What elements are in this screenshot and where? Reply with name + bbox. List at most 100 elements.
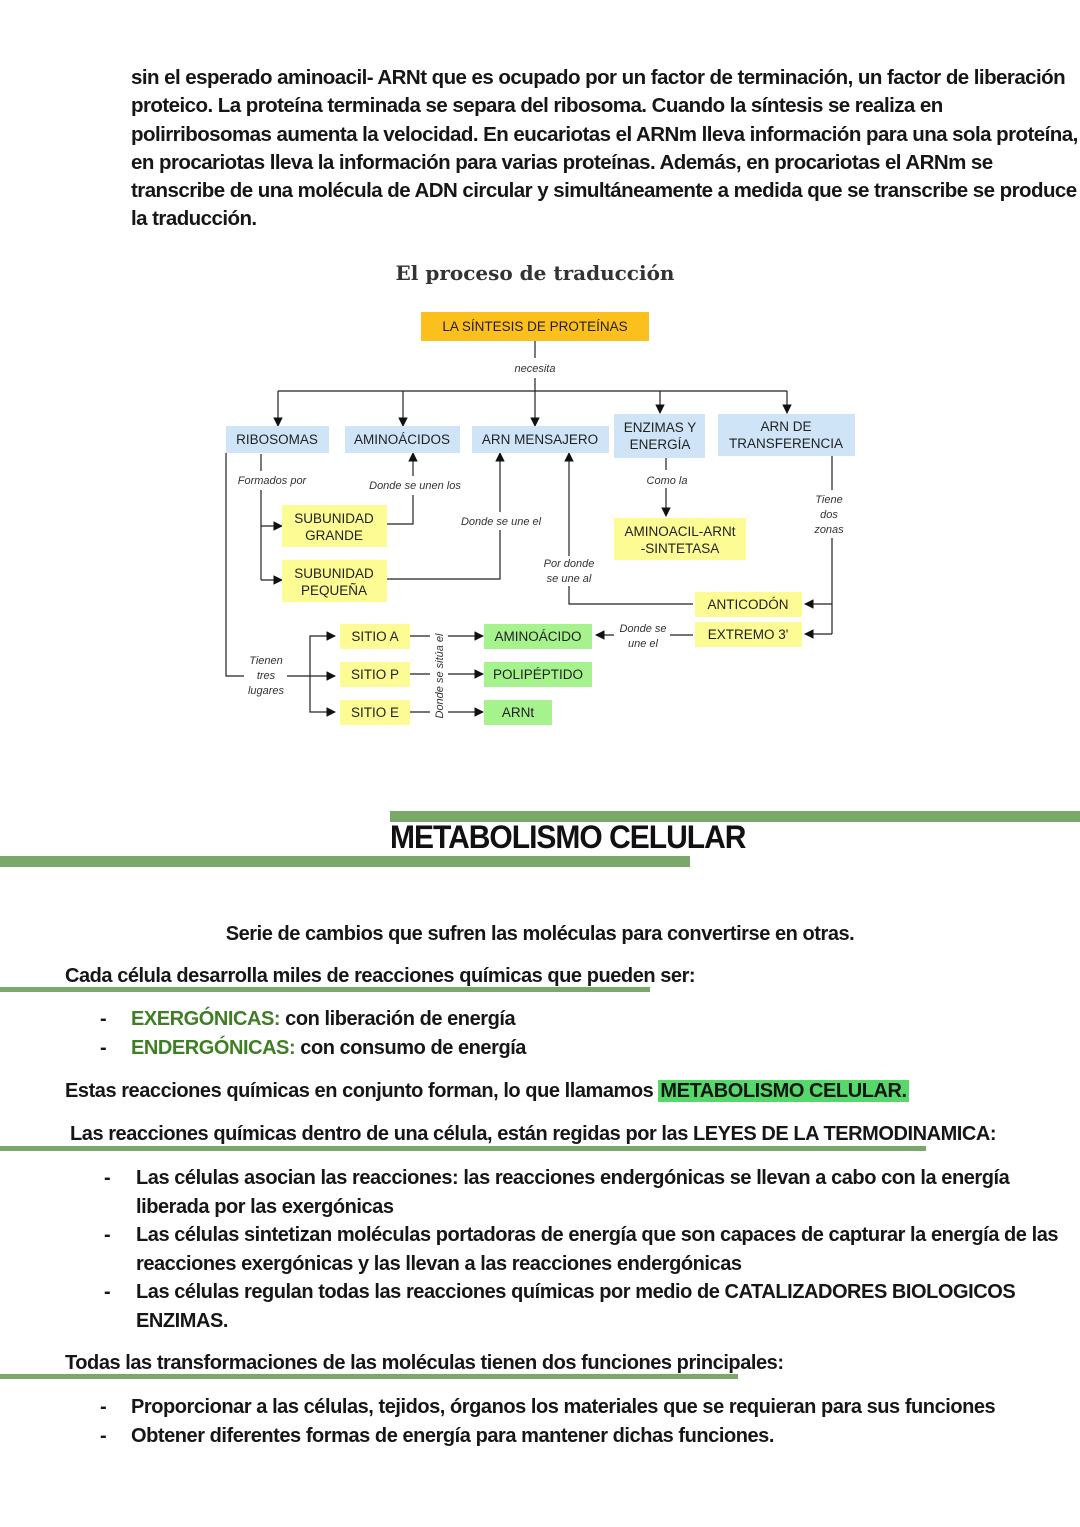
list-item: - ENDERGÓNICAS: con consumo de energía	[100, 1034, 526, 1063]
reaction-types-list: - EXERGÓNICAS: con liberación de energía…	[100, 1005, 526, 1062]
reactions-intro: Cada célula desarrolla miles de reaccion…	[65, 965, 696, 987]
aminoacido-label: AMINOÁCIDO	[494, 629, 581, 644]
law-line: Las células regulan todas las reacciones…	[136, 1281, 1016, 1303]
list-dash: -	[100, 1008, 107, 1030]
metabolism-sentence: Estas reacciones químicas en conjunto fo…	[65, 1077, 909, 1105]
polipeptido-node	[484, 662, 592, 687]
arn-mensajero-node	[472, 426, 609, 453]
edge-label-por-donde: se une al	[547, 573, 592, 585]
laws-intro: Las reacciones químicas dentro de una cé…	[70, 1123, 997, 1145]
law-line: ENZIMAS.	[136, 1309, 228, 1332]
enzimas-node	[614, 414, 705, 458]
list-dash: -	[104, 1281, 111, 1303]
list-item: - Las células sintetizan moléculas porta…	[104, 1221, 1058, 1278]
list-dash: -	[104, 1167, 111, 1189]
reactions-intro-underline	[0, 987, 650, 992]
exergonic-term: EXERGÓNICAS:	[131, 1008, 281, 1030]
intro-line: en procariotas lleva la información para…	[131, 150, 993, 174]
edge-label-situa: Donde se sitúa el	[434, 633, 446, 719]
subunidad-pequena-node	[282, 560, 387, 602]
list-item: - Las células asocian las reacciones: la…	[104, 1164, 1058, 1221]
polipeptido-label: POLIPÉPTIDO	[493, 667, 583, 682]
intro-line: sin el esperado aminoacil- ARNt que es o…	[131, 66, 1066, 89]
anticodon-label: ANTICODÓN	[708, 597, 789, 612]
extremo-node	[695, 622, 802, 647]
ribosomas-node	[226, 426, 329, 453]
edge-labels: necesita Formados por Donde se unen los …	[238, 363, 844, 719]
aminoacil-sintetasa-label: -SINTETASA	[641, 541, 720, 556]
metabolism-definition: Serie de cambios que sufren las molécula…	[225, 923, 855, 945]
functions-list: - Proporcionar a las células, tejidos, ó…	[100, 1393, 996, 1451]
subunidad-pequena-label: PEQUEÑA	[301, 583, 367, 598]
laws-intro-underline	[0, 1146, 926, 1151]
concept-map-svg: El proceso de traducción	[225, 261, 855, 725]
list-dash: -	[100, 1036, 107, 1059]
endergonic-desc: con consumo de energía	[295, 1036, 526, 1059]
edge-label-tienen: lugares	[248, 685, 285, 697]
law-line: reacciones exergónicas y las llevan a la…	[136, 1252, 742, 1275]
enzimas-label: ENERGÍA	[630, 437, 691, 452]
aminoacido-node	[484, 624, 592, 649]
law-line: Las células asocian las reacciones: las …	[136, 1167, 1010, 1189]
function-text: Proporcionar a las células, tejidos, órg…	[131, 1396, 996, 1418]
subunidad-grande-label: GRANDE	[305, 528, 363, 543]
diagram-title: El proceso de traducción	[396, 261, 675, 285]
connectors	[225, 341, 833, 717]
sitio-p-label: SITIO P	[351, 667, 399, 682]
list-item: - Proporcionar a las células, tejidos, ó…	[100, 1393, 996, 1422]
sitio-e-label: SITIO E	[351, 705, 399, 720]
heading-bar-bottom	[0, 856, 690, 867]
edge-label-tiene: dos	[820, 509, 838, 521]
edge-label-por-donde: Por donde	[544, 558, 595, 570]
section-title: METABOLISMO CELULAR	[390, 820, 746, 856]
metabolism-highlight: METABOLISMO CELULAR.	[658, 1080, 909, 1102]
root-node	[421, 312, 649, 341]
list-dash: -	[104, 1224, 111, 1246]
list-dash: -	[100, 1396, 107, 1418]
ribosomas-label: RIBOSOMAS	[236, 432, 318, 447]
list-item: - Las células regulan todas las reaccion…	[104, 1278, 1058, 1335]
arn-transferencia-label: TRANSFERENCIA	[729, 436, 843, 451]
edge-label-tiene: zonas	[813, 524, 844, 536]
arn-transferencia-node	[718, 414, 855, 456]
arnt-node	[484, 700, 552, 725]
sitio-e-node	[340, 700, 410, 725]
list-item: - EXERGÓNICAS: con liberación de energía	[100, 1005, 526, 1034]
aminoacidos-label: AMINOÁCIDOS	[354, 432, 450, 447]
functions-intro-underline	[0, 1374, 738, 1379]
list-item: - Obtener diferentes formas de energía p…	[100, 1422, 995, 1451]
edge-label-donde-se: une el	[628, 638, 659, 650]
subunidad-grande-label: SUBUNIDAD	[294, 511, 374, 526]
heading-bar-top	[390, 811, 1080, 822]
anticodon-node	[695, 592, 802, 617]
edge-label-une: Donde se une el	[461, 516, 542, 528]
sitio-a-label: SITIO A	[351, 629, 398, 644]
list-dash: -	[100, 1424, 107, 1447]
edge-label-como: Como la	[647, 475, 688, 487]
edge-label-tienen: tres	[257, 670, 276, 682]
functions-intro: Todas las transformaciones de las molécu…	[65, 1352, 784, 1374]
edge-label-tiene: Tiene	[815, 494, 842, 506]
laws-list: - Las células asocian las reacciones: la…	[104, 1164, 1058, 1335]
intro-line: la traducción.	[131, 207, 257, 231]
law-line: liberada por las exergónicas	[136, 1195, 394, 1218]
extremo-label: EXTREMO 3'	[708, 627, 789, 642]
subunidad-grande-node	[282, 505, 387, 547]
function-text: Obtener diferentes formas de energía par…	[131, 1424, 774, 1447]
intro-paragraph: sin el esperado aminoacil- ARNt que es o…	[131, 64, 1078, 234]
edge-label-donde-se: Donde se	[619, 623, 666, 635]
nodes: LA SÍNTESIS DE PROTEÍNAS RIBOSOMAS AMINO…	[226, 312, 855, 725]
endergonic-term: ENDERGÓNICAS:	[131, 1036, 296, 1059]
edge-label-tienen: Tienen	[249, 655, 283, 667]
arn-mensajero-label: ARN MENSAJERO	[482, 432, 598, 447]
intro-line: polirribosomas aumenta la velocidad. En …	[131, 122, 1078, 146]
metabolism-sentence-text: Estas reacciones químicas en conjunto fo…	[65, 1080, 659, 1102]
root-label: LA SÍNTESIS DE PROTEÍNAS	[442, 319, 627, 334]
exergonic-desc: con liberación de energía	[280, 1008, 516, 1030]
intro-line: transcribe de una molécula de ADN circul…	[131, 179, 1077, 203]
edge-label-formados: Formados por	[238, 475, 308, 487]
edge-label-unen: Donde se unen los	[369, 480, 461, 492]
sitio-a-node	[340, 624, 410, 649]
law-line: Las células sintetizan moléculas portado…	[136, 1224, 1059, 1246]
sitio-p-node	[340, 662, 410, 687]
